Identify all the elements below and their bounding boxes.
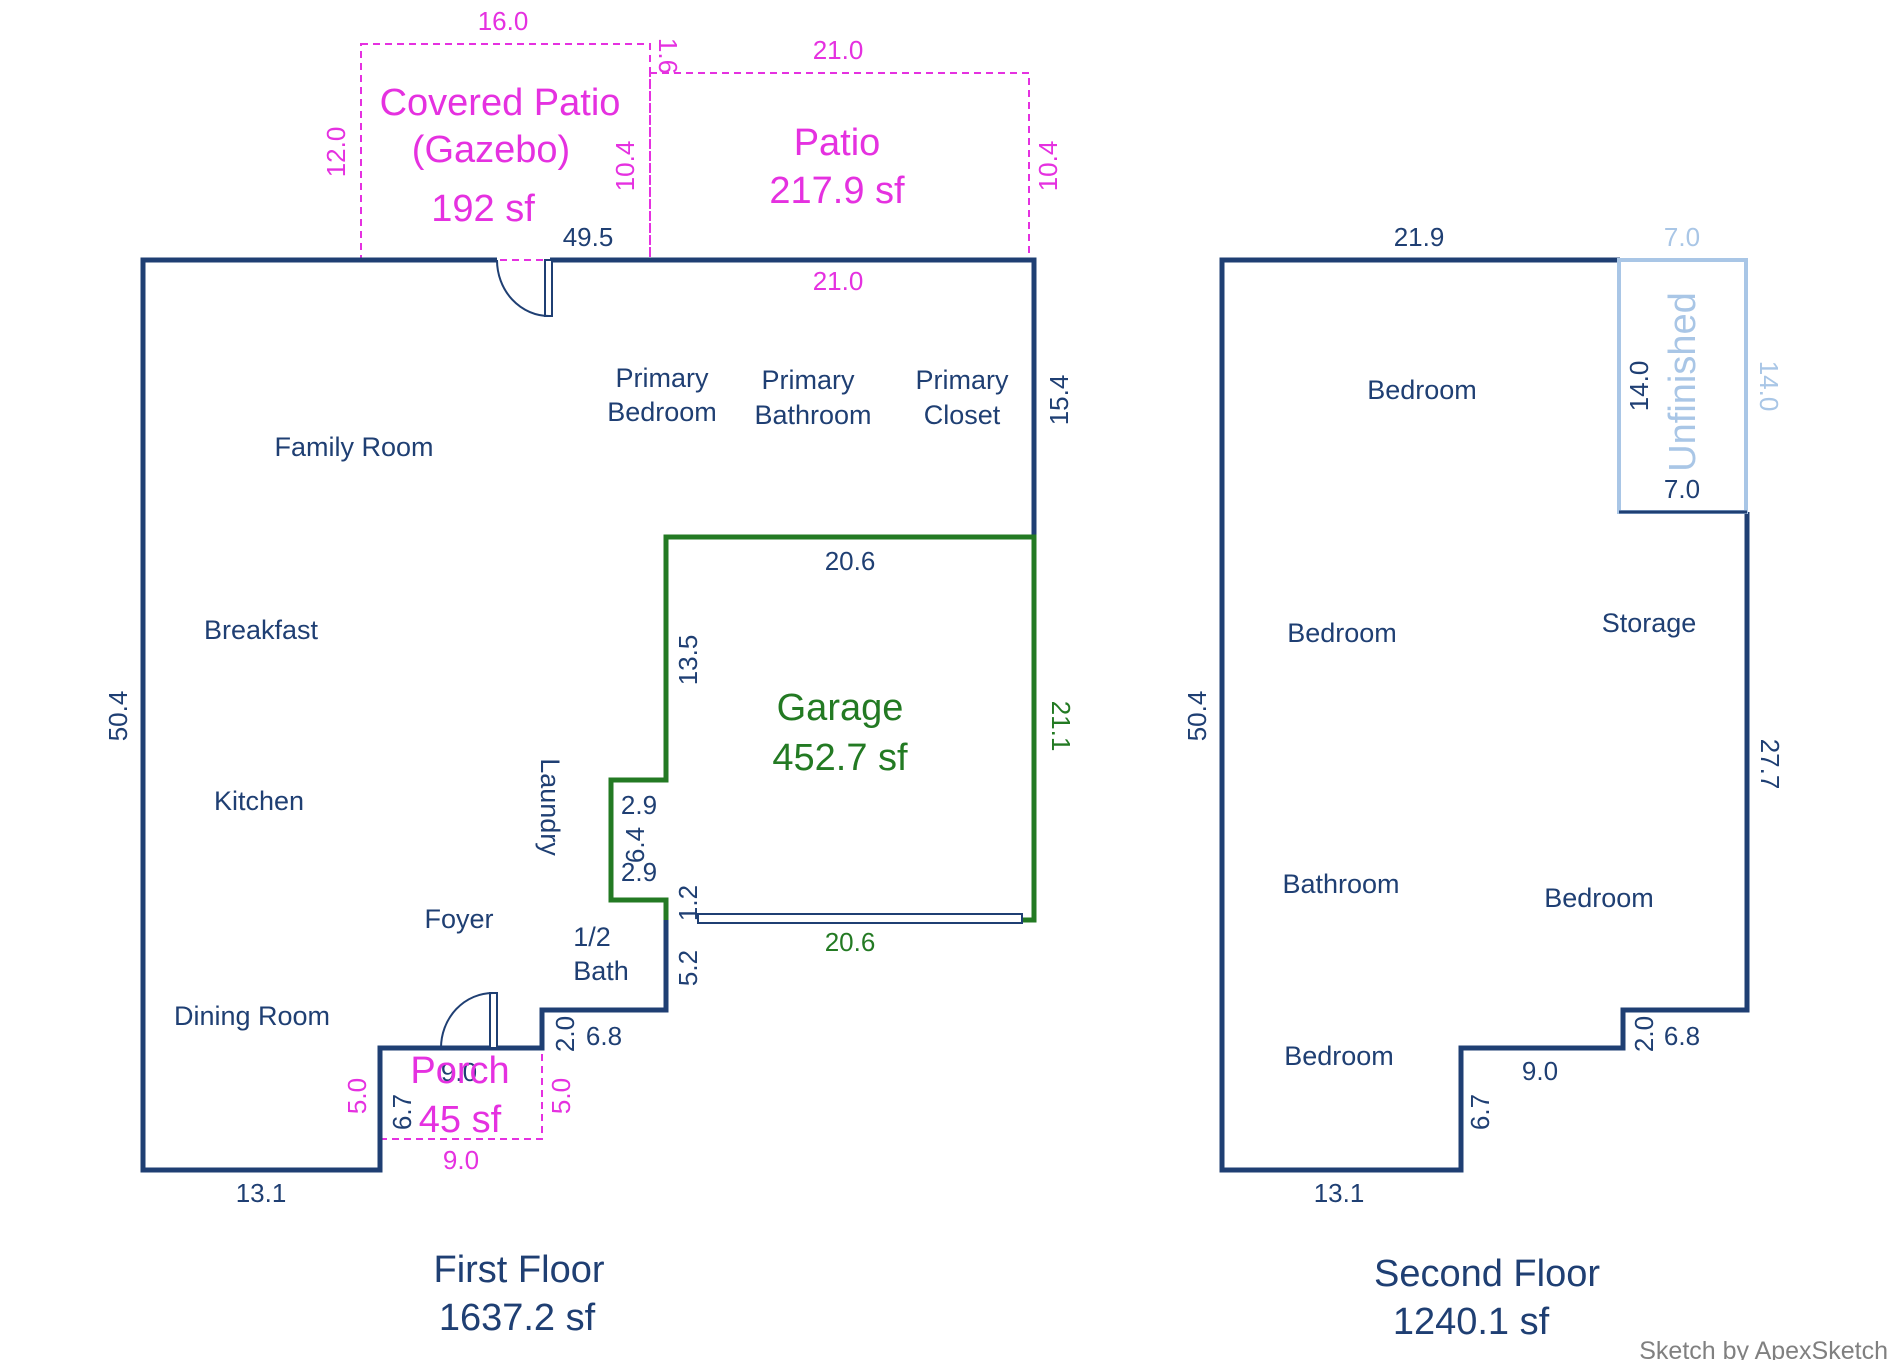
laundry-step-a-dim: 2.9: [621, 790, 657, 820]
first-floor-bottom-dim: 13.1: [236, 1178, 287, 1208]
second-floor-left-dim: 50.4: [1182, 691, 1212, 742]
porch-area: 45 sf: [419, 1099, 502, 1141]
garage-top-dim: 20.6: [825, 546, 876, 576]
second-floor-step-b-dim: 6.8: [1664, 1021, 1700, 1051]
room-bedroom-top: Bedroom: [1367, 375, 1477, 405]
first-floor-left-dim: 50.4: [103, 691, 133, 742]
laundry-step-c-dim: 2.9: [621, 857, 657, 887]
room-laundry: Laundry: [535, 758, 565, 856]
garage-label: Garage: [777, 687, 904, 729]
room-bedroom-mid: Bedroom: [1287, 618, 1397, 648]
porch-right-dim: 5.0: [546, 1078, 576, 1114]
patio-right-dim: 10.4: [1033, 141, 1063, 192]
covered-patio-left-dim: 12.0: [321, 127, 351, 178]
covered-patio-outline: [360, 43, 651, 261]
covered-patio-right-dim: 10.4: [610, 141, 640, 192]
room-primary-bathroom-line1: Primary: [762, 365, 855, 395]
first-floor-bath-side-dim: 5.2: [673, 950, 703, 986]
room-primary-closet-line1: Primary: [916, 365, 1009, 395]
second-floor-area: 1240.1 sf: [1393, 1301, 1550, 1343]
unfinished-right-dim: 14.0: [1754, 361, 1784, 412]
porch-left-dim: 5.0: [342, 1078, 372, 1114]
second-floor-step-a-dim: 2.0: [1629, 1016, 1659, 1052]
garage-bottom-dim: 20.6: [825, 927, 876, 957]
room-family-room: Family Room: [274, 432, 433, 462]
first-floor-title: First Floor: [434, 1249, 605, 1291]
garage-area: 452.7 sf: [772, 737, 908, 779]
porch-top-dim: 9.0: [441, 1057, 477, 1087]
second-floor-bottom-dim: 13.1: [1314, 1178, 1365, 1208]
porch-bottom-dim: 9.0: [443, 1145, 479, 1175]
first-floor-top-inner-dim: 49.5: [563, 222, 614, 252]
first-floor-step-b-dim: 6.8: [586, 1021, 622, 1051]
garage-outline: [608, 534, 1037, 923]
front-door: [440, 992, 498, 1049]
room-dining-room: Dining Room: [174, 1001, 330, 1031]
room-storage: Storage: [1602, 608, 1697, 638]
covered-patio-label-line1: Covered Patio: [380, 82, 621, 124]
second-floor-outline: [1219, 257, 1750, 1173]
room-breakfast: Breakfast: [204, 615, 319, 645]
second-floor-step-c-dim: 9.0: [1522, 1056, 1558, 1086]
room-primary-closet-line2: Closet: [924, 400, 1001, 430]
patio-label: Patio: [794, 122, 881, 164]
room-bedroom-bottom: Bedroom: [1284, 1041, 1394, 1071]
garage-left-dim: 13.5: [673, 635, 703, 686]
room-primary-bedroom-line1: Primary: [616, 363, 709, 393]
patio-bottom-dim: 21.0: [813, 266, 864, 296]
first-floor-outline-right: [550, 257, 1037, 537]
unfinished-bottom-dim: 7.0: [1664, 474, 1700, 504]
covered-patio-top-dim: 16.0: [478, 6, 529, 36]
second-floor-right-dim: 27.7: [1755, 739, 1785, 790]
first-floor-garage-gap-dim: 1.2: [673, 885, 703, 921]
unfinished-label: Unfinished: [1662, 292, 1704, 472]
patio-area: 217.9 sf: [769, 170, 905, 212]
second-floor-step-d-dim: 6.7: [1465, 1094, 1495, 1130]
unfinished-top-dim: 7.0: [1664, 222, 1700, 252]
second-floor-title: Second Floor: [1374, 1253, 1600, 1295]
room-foyer: Foyer: [424, 904, 493, 934]
porch-label: Porch: [410, 1050, 509, 1092]
room-bathroom: Bathroom: [1282, 869, 1399, 899]
unfinished-left-dim: 14.0: [1624, 361, 1654, 412]
first-floor-outline: [140, 257, 669, 1173]
back-door: [496, 259, 553, 317]
porch-inner-dim: 6.7: [387, 1094, 417, 1130]
laundry-step-b-dim: 6.4: [620, 827, 650, 863]
room-half-bath-line2: Bath: [573, 956, 629, 986]
garage-right-dim: 21.1: [1046, 701, 1076, 752]
first-floor-area: 1637.2 sf: [439, 1297, 596, 1339]
patio-outline: [649, 72, 1030, 261]
room-half-bath-line1: 1/2: [573, 922, 611, 952]
covered-patio-label-line2: (Gazebo): [412, 129, 570, 171]
room-primary-bedroom-line2: Bedroom: [607, 397, 717, 427]
covered-patio-area: 192 sf: [431, 188, 535, 230]
second-floor-top-dim: 21.9: [1394, 222, 1445, 252]
first-floor-right-upper-dim: 15.4: [1044, 375, 1074, 426]
room-primary-bathroom-line2: Bathroom: [754, 400, 871, 430]
sketch-credit: Sketch by ApexSketch: [1639, 1337, 1888, 1360]
first-floor-step-a-dim: 2.0: [550, 1016, 580, 1052]
garage-door: [697, 913, 1023, 924]
patio-top-dim: 21.0: [813, 35, 864, 65]
room-kitchen: Kitchen: [214, 786, 304, 816]
covered-patio-offset-dim: 1.6: [653, 38, 683, 74]
room-bedroom-right: Bedroom: [1544, 883, 1654, 913]
